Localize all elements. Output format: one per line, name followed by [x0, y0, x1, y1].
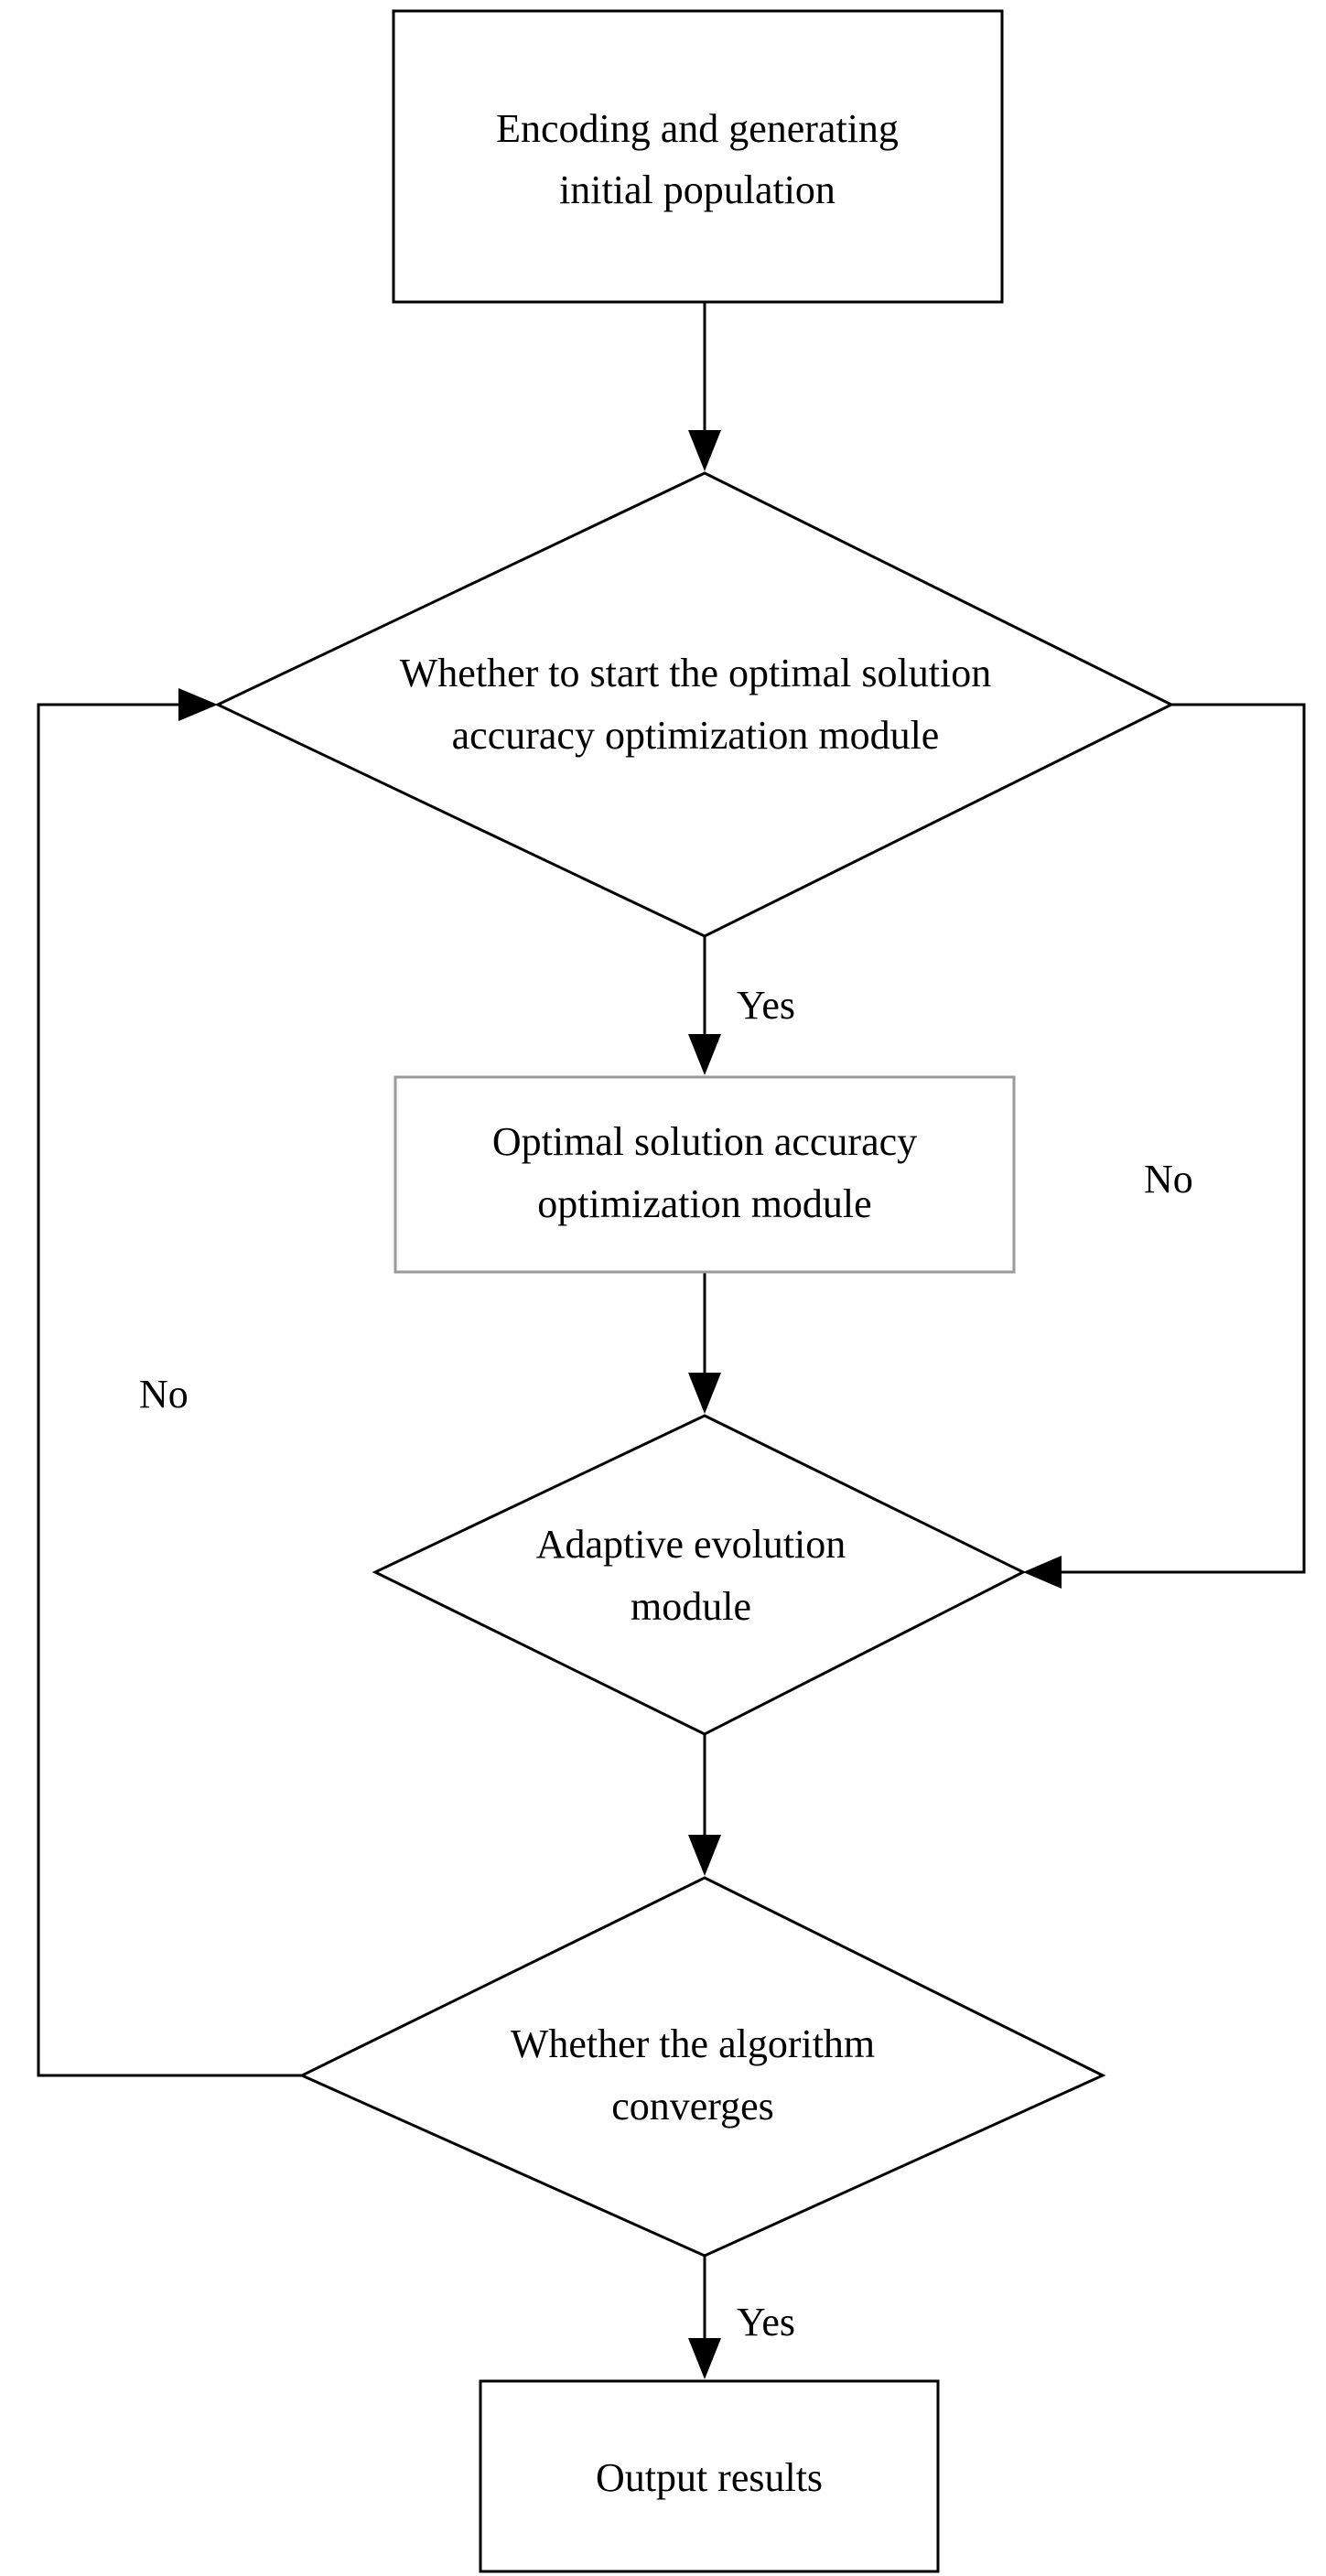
- node-accuracy-module-line2: optimization module: [537, 1181, 871, 1226]
- node-decision-module-line2: accuracy optimization module: [452, 713, 940, 758]
- node-adaptive-module-line2: module: [631, 1584, 751, 1629]
- node-accuracy-module: Optimal solution accuracy optimization m…: [393, 1075, 1016, 1274]
- decision-diamond: [214, 471, 1175, 938]
- node-adaptive-module-line1: Adaptive evolution: [536, 1522, 846, 1567]
- node-output-line1: Output results: [596, 2455, 823, 2500]
- edge-label-no-adaptive: No: [1144, 1157, 1193, 1202]
- edge-label-no-loop: No: [139, 1372, 189, 1417]
- node-start: Encoding and generating initial populati…: [392, 9, 1004, 304]
- arrowhead-icon: [688, 1034, 721, 1075]
- node-start-line1: Encoding and generating: [496, 106, 899, 151]
- edge-labels: Yes No No Yes: [139, 983, 1193, 2344]
- arrowhead-icon: [688, 430, 721, 471]
- accuracy-box: [393, 1075, 1016, 1274]
- output-box: [479, 2379, 940, 2573]
- edge-converge-no-loop: [37, 703, 302, 2077]
- node-output: Output results: [479, 2379, 940, 2573]
- edge-label-yes-accuracy: Yes: [737, 983, 795, 1028]
- node-decision-converge-line2: converges: [611, 2084, 774, 2129]
- decision-diamond: [298, 1876, 1106, 2258]
- decision-diamond: [372, 1414, 1027, 1736]
- edge-decision-no-to-adaptive: [1062, 703, 1306, 1574]
- start-box: [392, 9, 1004, 304]
- edge-label-yes-output: Yes: [737, 2300, 795, 2344]
- arrowhead-icon: [688, 2338, 721, 2379]
- arrowhead-icon: [688, 1835, 721, 1876]
- connectors: [37, 302, 1306, 2379]
- node-start-line2: initial population: [559, 167, 835, 212]
- node-decision-module: Whether to start the optimal solution ac…: [214, 471, 1175, 938]
- arrowhead-icon: [178, 688, 218, 721]
- node-decision-converge: Whether the algorithm converges: [298, 1876, 1106, 2258]
- node-accuracy-module-line1: Optimal solution accuracy: [492, 1119, 917, 1164]
- node-adaptive-module: Adaptive evolution module: [372, 1414, 1027, 1736]
- arrowhead-icon: [688, 1373, 721, 1414]
- node-decision-converge-line1: Whether the algorithm: [511, 2021, 875, 2066]
- node-decision-module-line1: Whether to start the optimal solution: [400, 651, 991, 695]
- arrowhead-icon: [1023, 1556, 1062, 1589]
